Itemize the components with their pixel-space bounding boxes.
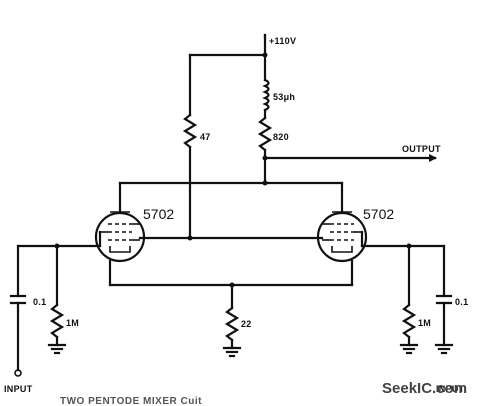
load-resistor-label: 820 [273, 132, 289, 142]
input-right-label: INPUT [436, 384, 465, 394]
left-pentode-tube: 5702 [94, 206, 174, 263]
left-cap-label: 0.1 [33, 297, 46, 307]
right-grid-resistor-label: 1M [418, 318, 431, 328]
right-pentode-tube: 5702 [316, 206, 394, 263]
watermark: SeekIC.com [382, 380, 467, 397]
load-resistor-820: 820 [257, 116, 289, 185]
plate-resistor-label: 47 [200, 132, 211, 142]
cathode-resistor-22: 22 [222, 283, 252, 358]
left-input-network: 0.1 1M INPUT [4, 230, 102, 394]
left-tube-label: 5702 [143, 206, 174, 222]
supply-label: +110V [269, 36, 296, 46]
choke-53uh: 53μh [262, 53, 295, 120]
left-grid-resistor-label: 1M [66, 318, 79, 328]
screen-bus [138, 235, 324, 241]
output-label: OUTPUT [402, 144, 441, 154]
output-terminal: OUTPUT [262, 144, 441, 162]
right-tube-label: 5702 [363, 206, 394, 222]
cathode-bus [108, 259, 354, 288]
plate-resistor-47: 47 [182, 53, 211, 240]
cathode-resistor-label: 22 [241, 319, 252, 329]
supply-rail: +110V [188, 33, 296, 58]
figure-caption: TWO PENTODE MIXER Cuit [60, 396, 202, 406]
input-left-label: INPUT [4, 384, 33, 394]
choke-label: 53μh [273, 92, 295, 102]
right-input-network: 1M 0.1 INPUT [360, 230, 468, 394]
plate-bus [118, 180, 344, 214]
right-cap-label: 0.1 [455, 297, 468, 307]
